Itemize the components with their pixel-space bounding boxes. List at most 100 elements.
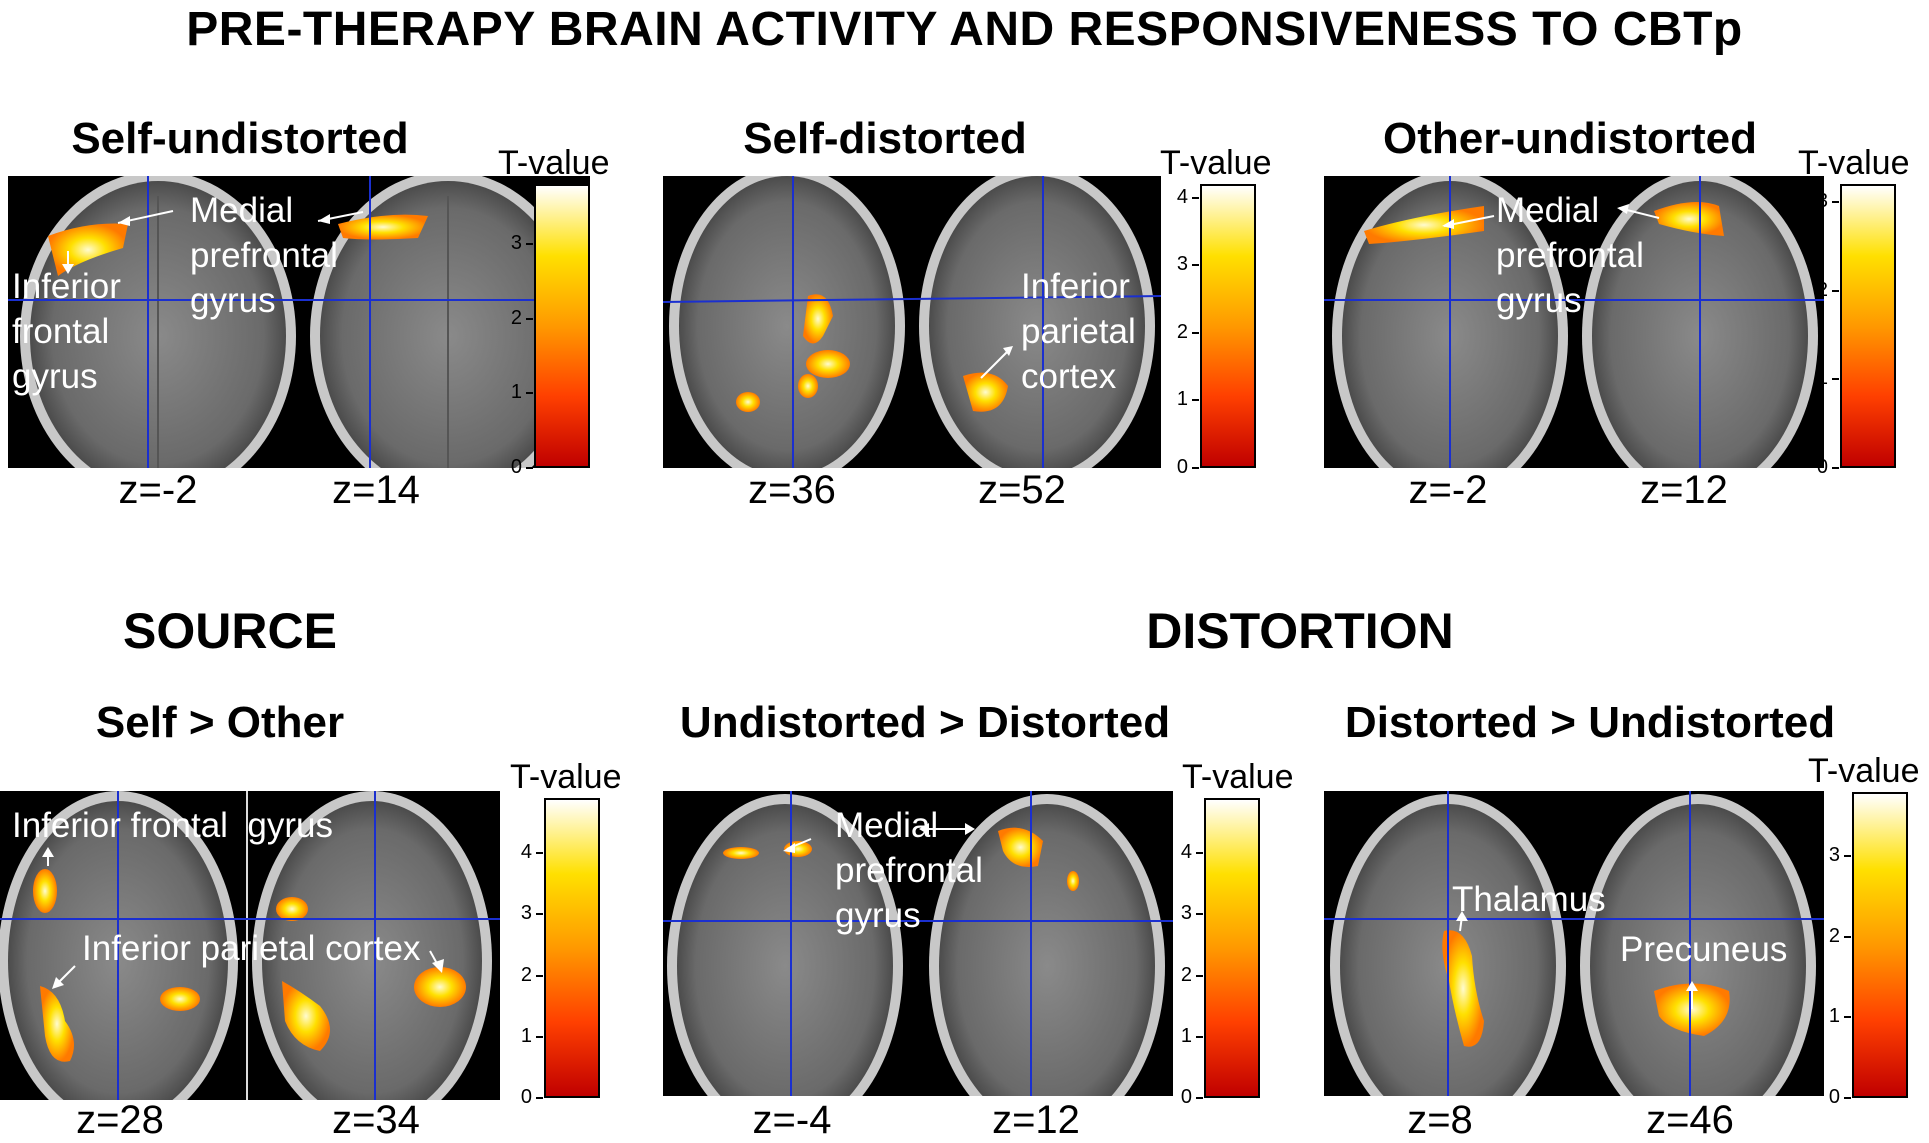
colorbar-tick-mark [526,317,533,320]
colorbar-tick-label: 0 [1828,1086,1840,1108]
colorbar-tick-mark [1196,1035,1203,1038]
annotation-inferior-frontal-gyrus: Inferior frontal gyrus [12,806,333,845]
colorbar [1840,184,1896,468]
brain-slices-graphic [663,176,1161,468]
colorbar-tick-mark [526,392,533,395]
colorbar-title: T-value [1182,758,1294,796]
colorbar-tick-mark [1844,935,1851,938]
colorbar-tick-mark [1832,378,1839,381]
colorbar-tick-label: 4 [1180,841,1192,864]
colorbar-tick-label: 3 [1828,844,1840,867]
colorbar-tick-mark [536,852,543,855]
annotation-medial-prefrontal-gyrus: Medial prefrontal gyrus [190,191,338,320]
colorbar-tick-label: 2 [1828,924,1840,947]
slice-label: z=46 [1646,1098,1734,1142]
colorbar-tick-mark [536,1097,543,1099]
brain-slices-distorted-gt-undistorted: Thalamus Precuneus [1324,791,1824,1096]
colorbar-tick-label: 2 [1816,278,1828,301]
annotation-inferior-parietal-cortex: Inferior parietal cortex [1021,267,1136,396]
main-title: PRE-THERAPY BRAIN ACTIVITY AND RESPONSIV… [186,3,1743,56]
colorbar-tick-label: 3 [520,902,532,925]
colorbar [1200,184,1256,468]
colorbar-tick-label: 2 [1176,320,1188,343]
colorbar-title: T-value [1160,144,1272,182]
slice-label: z=-4 [752,1098,832,1142]
colorbar [534,184,590,468]
panel-title: Undistorted > Distorted [679,698,1171,747]
colorbar-tick-label: 1 [510,381,522,404]
slice-label: z=36 [748,468,836,512]
brain-slices-self-undistorted: Inferior frontal gyrus Medial prefrontal… [8,176,590,468]
brain-slices-graphic [8,176,590,468]
colorbar-tick-label: 1 [1828,1005,1840,1028]
colorbar-tick-label: 0 [1180,1086,1192,1108]
colorbar-tick-label: 1 [520,1024,532,1047]
colorbar-tick-label: 1 [1816,367,1828,390]
annotation-inferior-parietal-cortex: Inferior parietal cortex [82,929,421,968]
colorbar-tick-mark [1192,467,1199,469]
colorbar-tick-label: 3 [1180,902,1192,925]
colorbar-tick-mark [1192,331,1199,334]
colorbar-tick-mark [1196,852,1203,855]
colorbar-tick-mark [1844,855,1851,858]
colorbar-tick-mark [526,242,533,245]
colorbar-tick-mark [1196,974,1203,977]
colorbar [544,798,600,1098]
colorbar-tick-mark [1192,399,1199,402]
annotation-precuneus: Precuneus [1620,930,1788,969]
colorbar-tick-label: 3 [510,231,522,254]
slice-label: z=12 [992,1098,1080,1142]
brain-slices-graphic [0,791,500,1100]
brain-slices-graphic [1324,791,1824,1096]
colorbar [1852,792,1908,1098]
colorbar-tick-mark [1196,1097,1203,1099]
colorbar-tick-label: 4 [520,841,532,864]
distortion-heading: DISTORTION [1146,603,1454,659]
slice-label: z=12 [1640,468,1728,512]
slice-label: z=8 [1407,1098,1473,1142]
colorbar-tick-label: 3 [1816,189,1828,212]
colorbar-tick-mark [536,1035,543,1038]
panel-title: Self-undistorted [71,114,409,163]
slice-label: z=14 [332,468,420,512]
colorbar-title: T-value [1798,144,1910,182]
colorbar-title: T-value [498,144,610,182]
colorbar-tick-mark [1832,289,1839,292]
slice-label: z=34 [332,1098,420,1142]
source-heading: SOURCE [123,603,337,659]
slice-label: z=52 [978,468,1066,512]
annotation-medial-prefrontal-gyrus: Medial prefrontal gyrus [1496,191,1644,320]
colorbar-tick-mark [1192,264,1199,267]
annotation-thalamus: Thalamus [1452,880,1606,919]
annotation-medial-prefrontal-gyrus: Medial prefrontal gyrus [835,806,983,935]
colorbar-tick-label: 1 [1176,388,1188,411]
colorbar-tick-label: 0 [1816,456,1828,478]
brain-slices-self-gt-other: Inferior frontal gyrus Inferior parietal… [0,791,500,1100]
colorbar-tick-mark [1844,1097,1851,1099]
colorbar-tick-label: 2 [510,306,522,329]
colorbar [1204,798,1260,1098]
colorbar-tick-label: 1 [1180,1024,1192,1047]
colorbar-tick-label: 2 [1180,963,1192,986]
brain-slices-undistorted-gt-distorted: Medial prefrontal gyrus [663,791,1173,1096]
colorbar-tick-label: 0 [520,1086,532,1108]
brain-slices-graphic [1324,176,1824,468]
slice-label: z=-2 [1408,468,1488,512]
colorbar-tick-mark [1832,200,1839,203]
slice-label: z=28 [76,1098,164,1142]
colorbar-tick-mark [526,467,533,469]
colorbar-tick-label: 2 [520,963,532,986]
colorbar-tick-mark [1196,913,1203,916]
panel-title: Other-undistorted [1383,114,1757,163]
panel-title: Distorted > Undistorted [1344,698,1836,747]
colorbar-tick-mark [1844,1016,1851,1019]
colorbar-tick-mark [536,913,543,916]
panel-title: Self > Other [95,698,345,747]
colorbar-tick-label: 0 [1176,456,1188,478]
brain-slices-self-distorted: Inferior parietal cortex [663,176,1161,468]
panel-title: Self-distorted [743,114,1027,163]
annotation-inferior-frontal-gyrus: Inferior frontal gyrus [12,267,121,396]
colorbar-tick-label: 4 [1176,185,1188,208]
colorbar-tick-label: 3 [1176,253,1188,276]
brain-slices-graphic [663,791,1173,1096]
